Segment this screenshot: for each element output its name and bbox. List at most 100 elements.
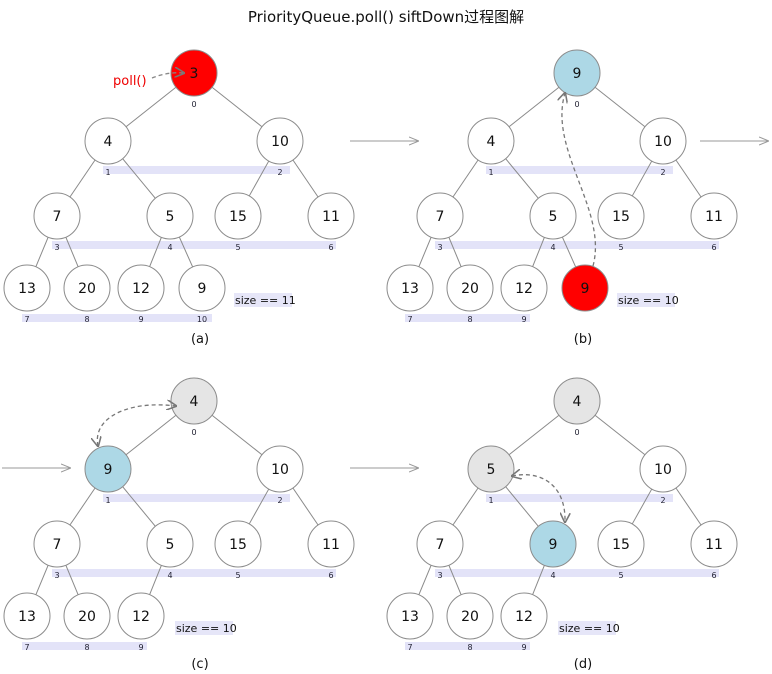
node-index: 2 [660, 496, 665, 505]
heap-node: 10 2 [639, 117, 687, 177]
tree-edge [452, 487, 479, 526]
heap-node: 116 [307, 520, 355, 580]
node-index: 1 [105, 168, 110, 177]
heap-node: 116 [690, 520, 738, 580]
node-index: 2 [660, 168, 665, 177]
node-value: 10 [654, 134, 672, 150]
node-index: 2 [277, 168, 282, 177]
node-circle [597, 520, 645, 568]
tree-edge [631, 160, 653, 197]
heap-node: 910 [178, 264, 226, 324]
node-circle [690, 520, 738, 568]
heap-node: 40 [553, 377, 601, 437]
heap-node: 102 [256, 445, 304, 505]
node-circle [146, 192, 194, 240]
node-value: 20 [461, 281, 479, 297]
size-text: size == 10 [559, 622, 620, 635]
node-circle [170, 49, 218, 97]
tree-edge [211, 414, 263, 456]
node-index: 0 [191, 100, 196, 109]
node-index: 6 [711, 243, 716, 252]
tree-edge [248, 488, 270, 525]
index-band [52, 241, 336, 249]
node-index: 2 [277, 496, 282, 505]
node-index: 8 [84, 643, 89, 652]
node-value: 20 [78, 609, 96, 625]
tree-edge [65, 237, 79, 267]
panel-label: (d) [574, 657, 592, 672]
node-index: 4 [550, 571, 555, 580]
node-value: 4 [104, 134, 113, 150]
node-circle [256, 445, 304, 493]
tree-edge [178, 236, 194, 268]
node-index: 9 [138, 643, 143, 652]
node-value: 9 [104, 462, 113, 478]
heap-node: 208 [63, 264, 111, 324]
heap-node: 40 [170, 377, 218, 437]
index-band [435, 569, 719, 577]
heap-node: 41 [467, 117, 515, 177]
poll-label: poll() [113, 74, 147, 89]
size-label: size == 10 [617, 293, 679, 307]
tree-edge [508, 86, 560, 128]
heap-node: 30 [170, 49, 218, 109]
tree-edge [125, 414, 177, 456]
node-index: 9 [521, 643, 526, 652]
node-value: 15 [612, 537, 630, 553]
node-index: 7 [24, 315, 29, 324]
node-circle [84, 117, 132, 165]
heap-node: 155 [214, 192, 262, 252]
tree-edge [125, 86, 177, 128]
tree-edge [122, 158, 156, 199]
tree-edge [69, 487, 96, 526]
move-last-to-root-arrow [562, 93, 597, 267]
node-circle [416, 520, 464, 568]
node-index: 6 [328, 571, 333, 580]
index-band [405, 314, 530, 322]
tree-edge [594, 414, 646, 456]
node-value: 13 [18, 281, 36, 297]
node-index: 5 [618, 243, 623, 252]
index-band [486, 166, 673, 174]
heap-node: 73 [33, 192, 81, 252]
node-value: 9 [198, 281, 207, 297]
node-index: 3 [54, 571, 59, 580]
heap-node: 54 [146, 520, 194, 580]
node-value: 15 [229, 537, 247, 553]
tree-edge [594, 86, 646, 128]
heap-node: 155 [214, 520, 262, 580]
node-circle [386, 592, 434, 640]
heap-node: 137 [386, 264, 434, 324]
panel-label: (b) [574, 332, 592, 347]
tree-edge [292, 159, 319, 198]
node-value: 5 [487, 462, 496, 478]
heap-node: 91 [84, 445, 132, 505]
node-value: 5 [166, 209, 175, 225]
index-band [52, 569, 336, 577]
node-value: 13 [401, 609, 419, 625]
node-index: 0 [574, 428, 579, 437]
node-value: 9 [581, 281, 590, 297]
tree-edge [675, 487, 702, 526]
tree-edge [508, 414, 560, 456]
node-value: 20 [78, 281, 96, 297]
heap-node: 90 [553, 49, 601, 109]
heap-node: 41 [84, 117, 132, 177]
tree-edge [248, 160, 270, 197]
node-index: 3 [437, 243, 442, 252]
node-value: 10 [654, 462, 672, 478]
index-band [435, 241, 719, 249]
node-value: 11 [705, 537, 723, 553]
node-value: 5 [549, 209, 558, 225]
node-index: 0 [574, 100, 579, 109]
swap-arrow-c [97, 405, 176, 446]
node-index: 8 [467, 643, 472, 652]
heap-node: 54 [529, 192, 577, 252]
node-circle [467, 117, 515, 165]
node-index: 1 [488, 168, 493, 177]
tree-edge [149, 565, 162, 595]
size-label: size == 11 [234, 293, 296, 307]
node-circle [63, 592, 111, 640]
tree-edge [532, 237, 545, 267]
index-band [22, 642, 147, 650]
